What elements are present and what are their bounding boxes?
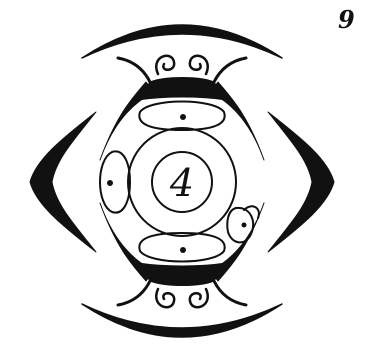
bottom-right-scroll [190,289,208,307]
top-crescent-arc [82,25,282,58]
top-right-flourish [214,58,246,82]
left-petal [100,151,130,212]
top-right-scroll [190,56,208,74]
bottom-left-scroll [156,289,174,307]
left-outer-sepal [30,112,96,252]
top-left-scroll [156,56,174,74]
bottom-petal-dot [180,247,186,253]
bottom-left-flourish [118,281,150,305]
top-bract [138,78,226,101]
bottom-bract [138,263,226,286]
center-label: 4 [169,161,194,205]
bottom-right-flourish [214,281,246,305]
bottom-crescent-arc [82,304,282,337]
right-petal [227,208,253,243]
top-left-flourish [118,58,150,82]
top-petal-dot [180,114,186,120]
right-petal-dot [242,223,247,228]
left-petal-dot [107,180,113,186]
right-outer-sepal [268,112,334,252]
